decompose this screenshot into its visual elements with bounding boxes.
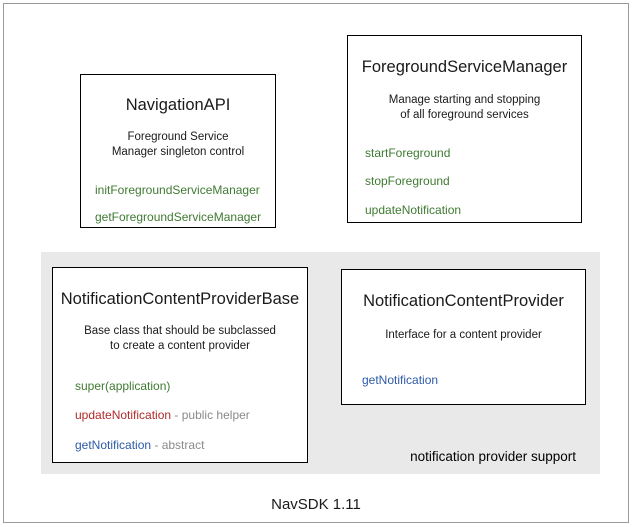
member-row[interactable]: initForegroundServiceManager — [95, 183, 275, 197]
class-description-line: Base class that should be subclassed — [84, 324, 276, 337]
class-description: Base class that should be subclassed to … — [53, 324, 307, 355]
class-title: NavigationAPI — [125, 96, 231, 114]
member-name: startForeground — [365, 145, 451, 160]
member-row[interactable]: stopForeground — [365, 174, 581, 188]
member-row[interactable]: super(application) — [75, 379, 307, 393]
diagram-frame: notification provider support Navigation… — [3, 3, 629, 523]
footer-caption: NavSDK 1.11 — [271, 496, 361, 513]
member-name: stopForeground — [365, 174, 450, 189]
group-label: notification provider support — [410, 449, 576, 464]
member-row[interactable]: updateNotification — [365, 203, 581, 217]
class-box-navigation-api[interactable]: NavigationAPI Foreground Service Manager… — [80, 74, 276, 228]
member-note: - abstract — [151, 437, 205, 452]
member-name: super(application) — [75, 378, 171, 393]
member-name: getNotification — [75, 437, 152, 452]
class-description-line: Manager singleton control — [111, 146, 245, 159]
member-name: getForegroundServiceManager — [95, 210, 262, 225]
member-list: super(application) updateNotification - … — [53, 379, 307, 452]
class-title: NotificationContentProvider — [363, 292, 564, 310]
member-list: getNotification — [342, 373, 585, 387]
member-list: initForegroundServiceManager getForegrou… — [81, 183, 275, 225]
class-description-line: of all foreground services — [400, 109, 529, 122]
member-row[interactable]: getForegroundServiceManager — [95, 210, 275, 224]
class-description: Manage starting and stopping of all fore… — [348, 93, 581, 124]
member-name: initForegroundServiceManager — [95, 182, 260, 197]
member-name: updateNotification — [75, 408, 172, 423]
class-description: Interface for a content provider — [342, 328, 585, 344]
member-row[interactable]: startForeground — [365, 146, 581, 160]
class-box-notification-content-provider[interactable]: NotificationContentProvider Interface fo… — [341, 269, 586, 405]
member-row[interactable]: getNotification — [362, 373, 585, 387]
class-description: Foreground Service Manager singleton con… — [81, 130, 275, 161]
class-box-foreground-service-manager[interactable]: ForegroundServiceManager Manage starting… — [347, 35, 582, 223]
member-note: - public helper — [171, 408, 250, 423]
member-list: startForeground stopForeground updateNot… — [348, 146, 581, 217]
class-description-line: Foreground Service — [127, 130, 229, 143]
class-description-line: Interface for a content provider — [385, 328, 542, 341]
member-name: getNotification — [362, 373, 439, 388]
member-row[interactable]: updateNotification - public helper — [75, 408, 307, 422]
member-name: updateNotification — [365, 202, 462, 217]
member-row[interactable]: getNotification - abstract — [75, 438, 307, 452]
class-description-line: Manage starting and stopping — [388, 93, 541, 106]
class-title: ForegroundServiceManager — [361, 58, 568, 76]
class-description-line: to create a content provider — [110, 340, 250, 353]
class-title: NotificationContentProviderBase — [60, 290, 300, 308]
class-box-notification-content-provider-base[interactable]: NotificationContentProviderBase Base cla… — [52, 267, 308, 463]
